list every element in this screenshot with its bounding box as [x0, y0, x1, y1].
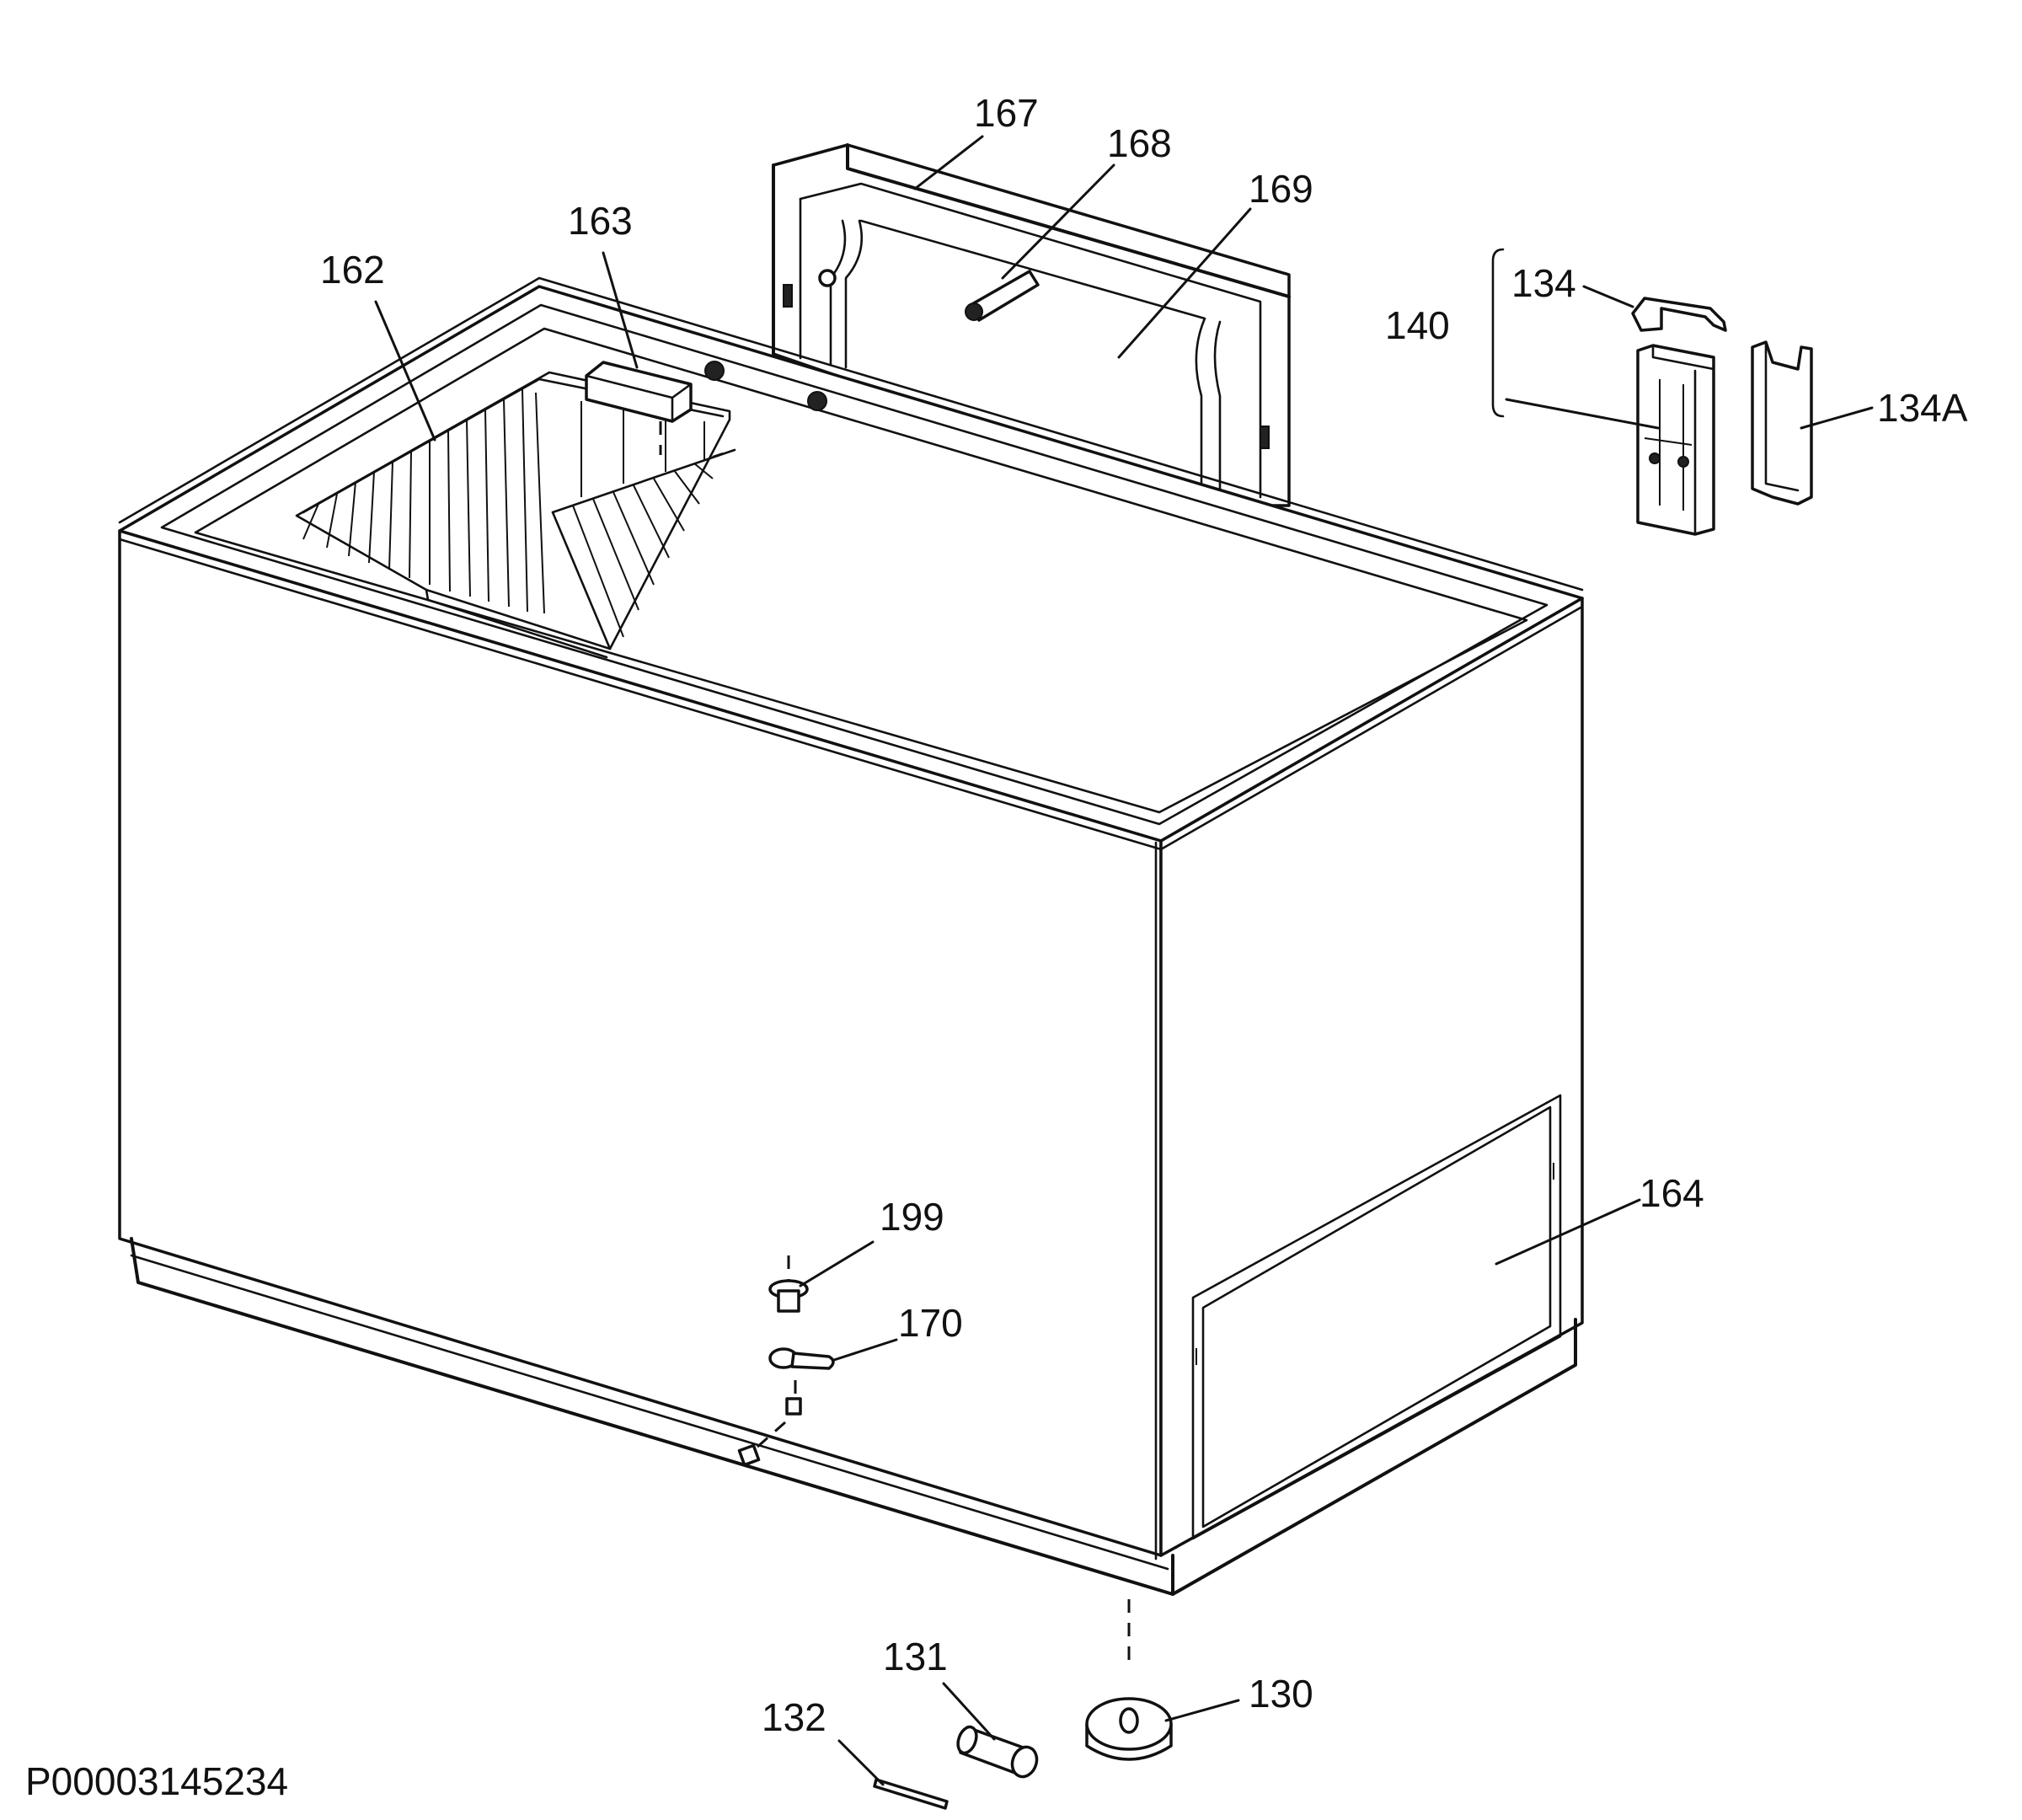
callout-131: 131 [883, 1635, 948, 1678]
callout-162: 162 [320, 248, 385, 292]
callout-130: 130 [1249, 1672, 1313, 1716]
lid-screw-icon [818, 269, 837, 287]
callout-140: 140 [1385, 303, 1450, 347]
callout-167: 167 [974, 91, 1039, 135]
callout-169: 169 [1249, 167, 1313, 211]
lid-screw-icon [1260, 426, 1270, 449]
pin-icon [873, 1778, 949, 1810]
lid-screw-icon [783, 284, 793, 308]
freezer-cabinet [118, 276, 1584, 1596]
callout-134a: 134A [1877, 386, 1968, 430]
callout-168: 168 [1107, 121, 1172, 165]
hinge-cap-icon [1631, 297, 1727, 332]
hinge-bracket-bracket-icon [1491, 248, 1505, 418]
callout-labels: 162 163 167 168 169 140 134 134A 164 199… [320, 91, 1968, 1739]
compartment-grille [1191, 1094, 1562, 1540]
lock-cylinder-icon [777, 1289, 800, 1313]
hinge-assembly [1491, 248, 1813, 536]
leader-lines [374, 135, 1874, 1786]
callout-163: 163 [568, 199, 633, 243]
leveling-foot-icon [1085, 1697, 1173, 1761]
loose-parts [873, 1599, 1173, 1810]
hinge-bolt-icon [807, 391, 827, 411]
callout-199: 199 [880, 1195, 944, 1239]
callout-134: 134 [1511, 261, 1576, 305]
lock-parts [737, 1255, 835, 1467]
freezer-lid [772, 143, 1291, 507]
callout-170: 170 [898, 1301, 963, 1345]
light-housing [585, 361, 693, 455]
basket-wires [302, 388, 724, 638]
callout-132: 132 [762, 1695, 826, 1739]
document-id: P00003145234 [25, 1759, 288, 1803]
callout-164: 164 [1640, 1171, 1704, 1215]
hinge-bolt-icon [704, 361, 725, 381]
roller-pin-icon [956, 1725, 1039, 1779]
